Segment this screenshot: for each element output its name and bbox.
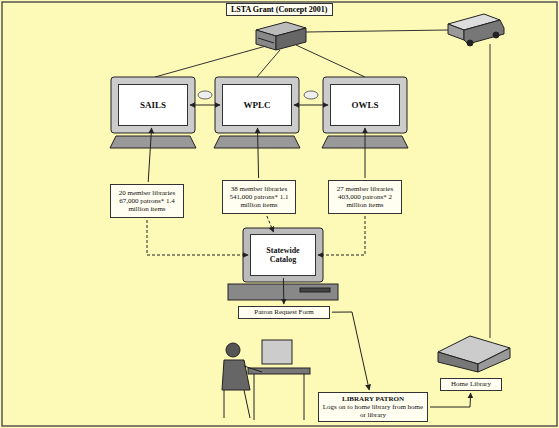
home-library-label: Home Library [440, 378, 502, 391]
statistics-box: 38 member libraries 541,000 patrons* 1.1… [222, 180, 296, 214]
connector [190, 105, 220, 106]
statistics-box: 20 member libraries 67,000 patrons* 1.4 … [110, 184, 184, 218]
connector [148, 128, 151, 182]
connector [258, 128, 259, 178]
box-text: Patron Request Form [242, 308, 326, 316]
computer-icon [110, 77, 408, 148]
box-text: 27 member libraries 403,000 patrons* 2 m… [332, 185, 398, 209]
box-text: Statewide Catalog [254, 246, 312, 264]
title-box: LSTA Grant (Concept 2001) [226, 3, 333, 16]
home-library-icon [438, 336, 510, 372]
connector [430, 393, 471, 407]
box-text: Home Library [444, 380, 498, 388]
connector [267, 216, 274, 232]
library-system-screen: SAILS [118, 84, 188, 126]
box-text: Logs on to home library from home or lib… [322, 403, 424, 419]
box-text: OWLS [334, 100, 396, 110]
network-line [155, 30, 490, 338]
delivery-truck-icon [448, 14, 504, 46]
connector [332, 312, 369, 390]
connector [365, 128, 366, 178]
box-text: SAILS [122, 100, 184, 110]
box-text: WPLC [226, 100, 288, 110]
catalog-screen: Statewide Catalog [250, 234, 316, 276]
patron-figure [222, 340, 310, 420]
connector [283, 278, 284, 304]
connector [294, 105, 328, 106]
central-computer-icon [228, 228, 338, 300]
statistics-box: 27 member libraries 403,000 patrons* 2 m… [328, 180, 402, 214]
request-form-box: Patron Request Form [238, 306, 330, 319]
box-text: 38 member libraries 541,000 patrons* 1.1… [226, 185, 292, 209]
connector [147, 220, 248, 255]
box-text: 20 member libraries 67,000 patrons* 1.4 … [114, 189, 180, 213]
patron-box: LIBRARY PATRONLogs on to home library fr… [318, 392, 428, 422]
connector [318, 216, 365, 255]
library-system-screen: OWLS [330, 84, 400, 126]
library-system-screen: WPLC [222, 84, 292, 126]
box-heading: LIBRARY PATRON [322, 395, 424, 403]
